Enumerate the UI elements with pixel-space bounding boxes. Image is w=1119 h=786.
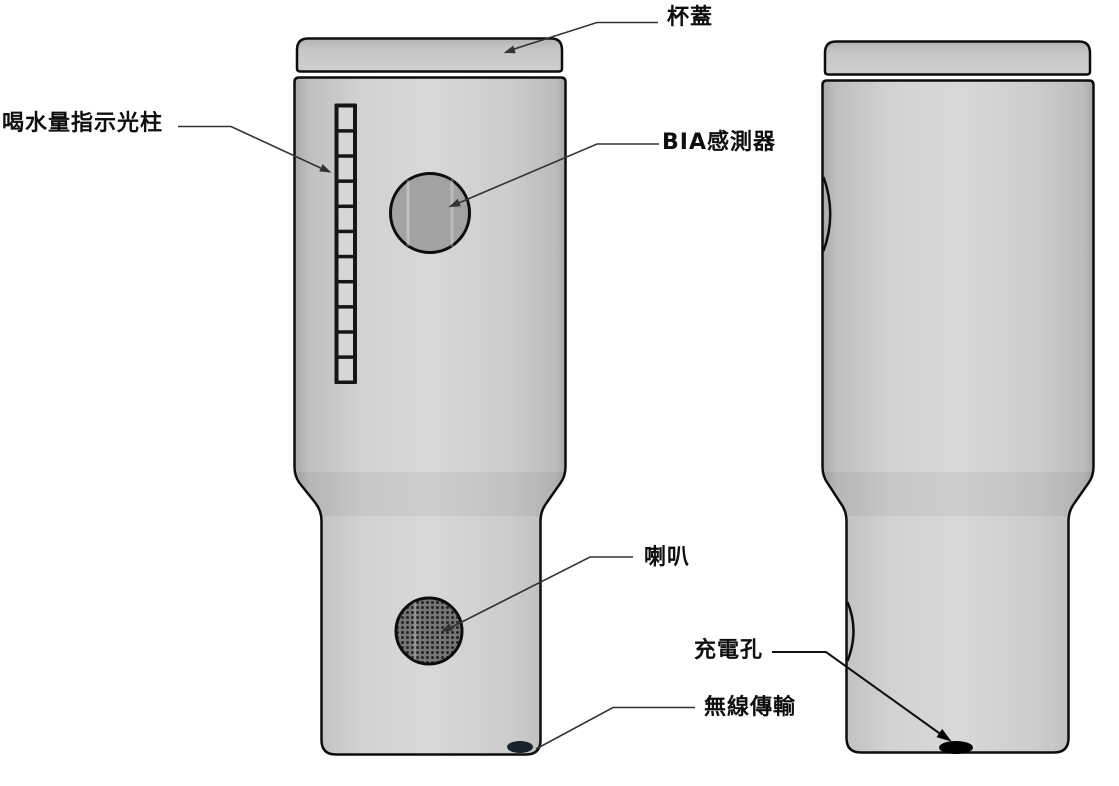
bia-sensor-side-profile xyxy=(822,176,832,252)
taper-shade-back xyxy=(824,472,1092,516)
arrowhead-speaker xyxy=(440,623,453,633)
cup-lid-back-shape xyxy=(823,40,1092,76)
leader-wireless xyxy=(535,706,695,750)
label-charging-port: 充電孔 xyxy=(694,638,764,663)
label-wireless: 無線傳輸 xyxy=(704,695,797,720)
light-bar-cell xyxy=(338,333,353,356)
leader-water-indicator xyxy=(178,125,328,172)
arrowhead-bia-sensor xyxy=(448,198,461,208)
taper-shade xyxy=(296,472,564,516)
label-bia-sensor: BIA感測器 xyxy=(662,130,776,155)
charging-port-shape xyxy=(939,741,973,754)
light-bar-cell xyxy=(338,358,353,381)
bia-sensor-shape xyxy=(389,172,471,254)
leader-cup-lid xyxy=(507,21,658,52)
leader-speaker xyxy=(445,556,633,631)
label-cup-lid: 杯蓋 xyxy=(667,5,714,30)
label-speaker: 喇叭 xyxy=(644,545,691,570)
light-bar-cell xyxy=(338,283,353,306)
arrowhead-cup-lid xyxy=(503,45,516,54)
arrowhead-water-indicator xyxy=(319,164,332,173)
speaker-shape xyxy=(394,596,464,666)
light-bar-cell xyxy=(338,107,353,130)
light-bar-cell xyxy=(338,182,353,205)
light-bar-cell xyxy=(338,308,353,331)
bottle-body-shape xyxy=(293,76,567,756)
light-bar-cell xyxy=(338,132,353,155)
light-bar xyxy=(338,107,353,381)
light-bar-cell xyxy=(338,233,353,255)
wireless-module-shape xyxy=(507,741,533,753)
speaker-side-profile xyxy=(846,601,855,662)
bottle-body-back-shape xyxy=(821,79,1095,754)
leader-lines xyxy=(178,21,947,750)
light-bar-cell xyxy=(338,157,353,180)
leader-bia-sensor xyxy=(453,143,659,206)
light-bar-cell xyxy=(338,258,353,280)
bottle-front-view xyxy=(293,37,567,756)
light-bar-cell xyxy=(338,208,353,230)
cup-lid-shape xyxy=(295,37,564,73)
label-water-indicator: 喝水量指示光柱 xyxy=(2,111,164,136)
bottle-back-view xyxy=(821,40,1095,754)
leader-arrowheads xyxy=(319,45,952,742)
arrowhead-charging-port xyxy=(936,728,952,742)
leader-charging-port xyxy=(772,651,947,739)
